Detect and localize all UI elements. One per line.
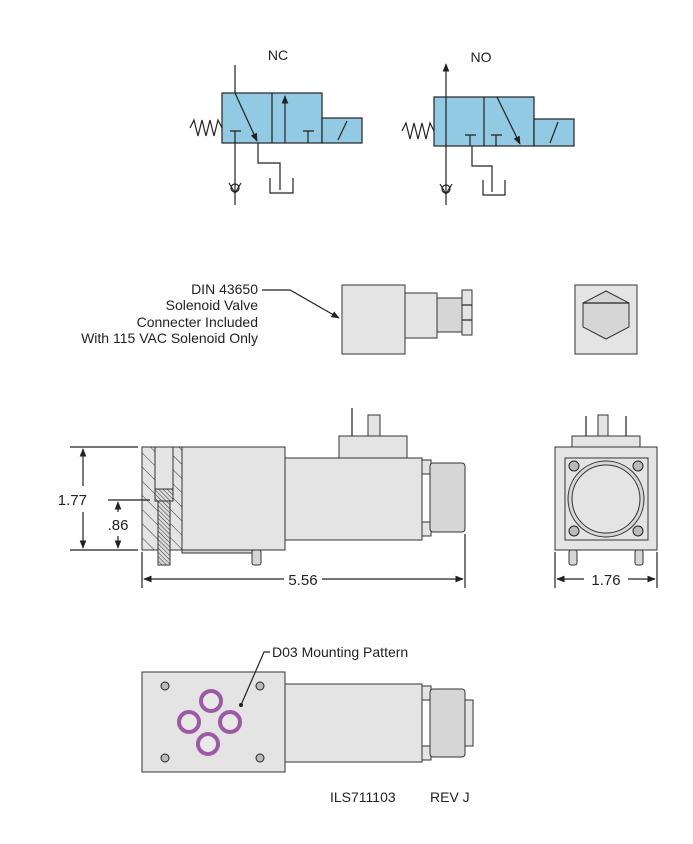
tank-icon	[269, 178, 294, 194]
svg-text:Connecter Included: Connecter Included	[137, 314, 258, 330]
nc-valve-symbol: NC	[189, 47, 363, 205]
connector-end-view	[574, 284, 638, 355]
valve-side-view	[141, 408, 466, 566]
svg-text:Solenoid Valve: Solenoid Valve	[166, 297, 259, 313]
mount-height-dimension: .86	[108, 517, 129, 534]
height-dimension: 1.77	[58, 492, 87, 509]
tank-icon	[482, 180, 506, 196]
dimension-lines: 1.77 .86 5.56	[58, 446, 466, 589]
connector-note: DIN 43650 Solenoid Valve Connecter Inclu…	[81, 281, 340, 346]
leader-line	[240, 651, 270, 706]
revision: REV J	[430, 789, 470, 805]
svg-text:With 115 VAC Solenoid Only: With 115 VAC Solenoid Only	[81, 330, 258, 346]
part-number: ILS711103	[330, 789, 396, 805]
no-valve-symbol: NO	[401, 49, 575, 205]
valve-front-view: 1.76	[554, 414, 658, 589]
mounting-pattern-label: D03 Mounting Pattern	[272, 644, 408, 660]
bolt	[157, 500, 171, 566]
svg-text:DIN 43650: DIN 43650	[191, 281, 258, 297]
nc-label: NC	[268, 47, 288, 63]
valve-bottom-view: D03 Mounting Pattern	[141, 644, 474, 773]
connector-side-view	[341, 284, 473, 355]
length-dimension: 5.56	[288, 572, 317, 589]
width-dimension: 1.76	[591, 572, 620, 589]
no-label: NO	[471, 49, 492, 65]
spring-icon	[189, 118, 223, 137]
leader-line	[262, 289, 340, 319]
spring-icon	[401, 121, 435, 140]
